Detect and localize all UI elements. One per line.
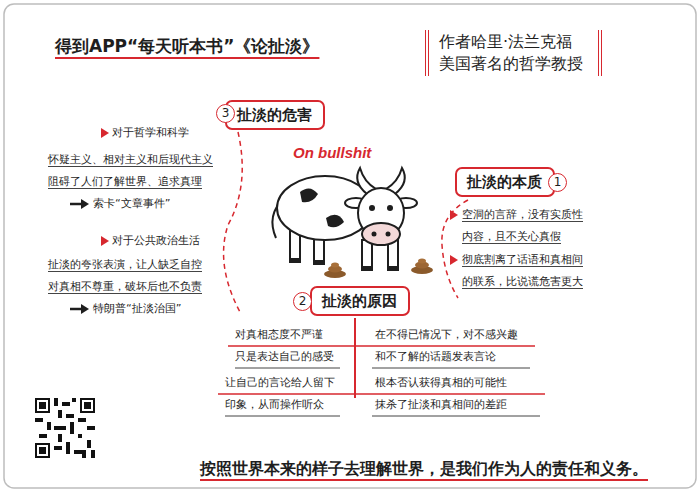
qr-cell: [54, 398, 58, 406]
node-text: 扯淡的危害: [237, 105, 312, 125]
qr-cell: [72, 398, 76, 402]
note-text: 彻底割离了话语和真相间 的联系，比说谎危害更大: [462, 249, 591, 293]
topic-box: 扯淡的原因: [310, 286, 410, 316]
qr-finder: [39, 447, 46, 454]
qr-finder: [80, 398, 95, 413]
cow-hoof: [290, 258, 300, 263]
bullet-triangle: [101, 128, 109, 138]
branch-heading: 对于公共政治生活: [112, 230, 200, 252]
dashed-bracket: [224, 132, 243, 312]
topic-box: 扯淡的本质: [455, 167, 555, 197]
branch-line: [355, 345, 535, 347]
qr-cell: [66, 442, 70, 454]
cow-illustration: [272, 168, 417, 271]
note-text: 让自己的言论给人留下 印象，从而操作听众: [225, 372, 343, 416]
qr-cell: [39, 434, 47, 438]
note-text: 怀疑主义、相对主义和后现代主义 阻碍了人们了解世界、追求真理: [48, 149, 221, 193]
qr-cell: [82, 454, 86, 458]
branch-line: [354, 318, 356, 398]
qr-code: [35, 398, 95, 458]
note-text: 根本否认获得真相的可能性 抹杀了扯淡和真相间的差距: [375, 372, 515, 416]
arrow-symbol: [81, 199, 89, 209]
bullet-triangle: [450, 210, 458, 220]
qr-finder: [84, 402, 91, 409]
qr-finder: [82, 400, 93, 411]
qr-finder: [37, 400, 48, 411]
cow-nostril: [386, 232, 391, 237]
qr-cell: [58, 434, 62, 442]
qr-cell: [91, 450, 95, 458]
note-text: 空洞的言辞，没有实质性 内容，且不关心真假: [462, 204, 591, 248]
qr-cell: [54, 426, 66, 430]
qr-cell: [58, 410, 62, 418]
note-text: 在不得已情况下，对不感兴趣 和不了解的话题发表言论: [375, 324, 526, 368]
note-text: 索卡“文章事件”: [93, 193, 170, 215]
qr-cell: [62, 402, 70, 406]
qr-ground: [35, 398, 95, 458]
node-text: 作者哈里·法兰克福 美国著名的哲学教授: [439, 31, 587, 75]
poop: [331, 263, 339, 268]
poop: [418, 259, 426, 264]
cow-eye: [387, 205, 393, 211]
qr-cell: [47, 422, 51, 430]
qr-cell: [78, 434, 82, 438]
callout-number: 3: [216, 104, 235, 123]
cow-spot: [326, 215, 344, 228]
note-text: 对真相态度不严谨 只是表达自己的感受: [235, 324, 342, 368]
bullet-triangle: [101, 236, 109, 246]
bullet-triangle: [450, 255, 458, 265]
cow-spot: [300, 188, 318, 202]
qr-cell: [70, 422, 74, 434]
page-frame: [4, 4, 696, 488]
underline: [372, 416, 540, 417]
callout-number: 1: [548, 173, 567, 192]
note-text: 特朗普“扯淡治国”: [93, 298, 181, 320]
cow-hoof: [362, 266, 372, 271]
underline: [225, 416, 340, 417]
title: 得到APP“每天听本书”《论扯淡》: [55, 34, 319, 58]
qr-cell: [78, 418, 86, 422]
branch-line: [218, 393, 355, 395]
arrow-symbol: [70, 203, 82, 206]
underline: [372, 368, 530, 369]
cow-snout: [362, 223, 400, 245]
qr-cell: [87, 426, 95, 430]
cow-hoof: [314, 260, 324, 265]
qr-cell: [54, 446, 62, 450]
qr-finder: [37, 445, 48, 456]
qr-cell: [35, 418, 43, 422]
qr-finder: [35, 443, 50, 458]
cow-leg: [362, 240, 372, 270]
author-box: 作者哈里·法兰克福 美国著名的哲学教授: [425, 30, 602, 76]
cow-hoof: [388, 266, 398, 271]
cow-nostril: [372, 232, 377, 237]
branch-line: [355, 393, 545, 395]
illustration-title: On bullshit: [293, 144, 371, 162]
callout-number: 2: [293, 292, 312, 311]
qr-finder: [35, 398, 50, 413]
qr-finder: [39, 402, 46, 409]
node-text: 扯淡的原因: [322, 291, 397, 311]
topic-box: 扯淡的危害: [225, 100, 325, 130]
arrow-symbol: [70, 308, 82, 311]
note-text: 扯淡的夸张表演，让人缺乏自控 对真相不尊重，破坏后也不负责: [48, 254, 210, 298]
qr-cell: [66, 414, 74, 418]
qr-cell: [87, 440, 91, 448]
underline: [235, 368, 340, 369]
branch-heading: 对于哲学和科学: [112, 122, 189, 144]
arrow-symbol: [81, 304, 89, 314]
caption: 按照世界本来的样子去理解世界，是我们作为人的责任和义务。: [200, 458, 648, 480]
qr-cell: [74, 450, 86, 454]
poop-illustration: [324, 259, 433, 279]
cow-eye: [369, 205, 375, 211]
node-text: 扯淡的本质: [467, 172, 542, 192]
branch-line: [228, 345, 355, 347]
